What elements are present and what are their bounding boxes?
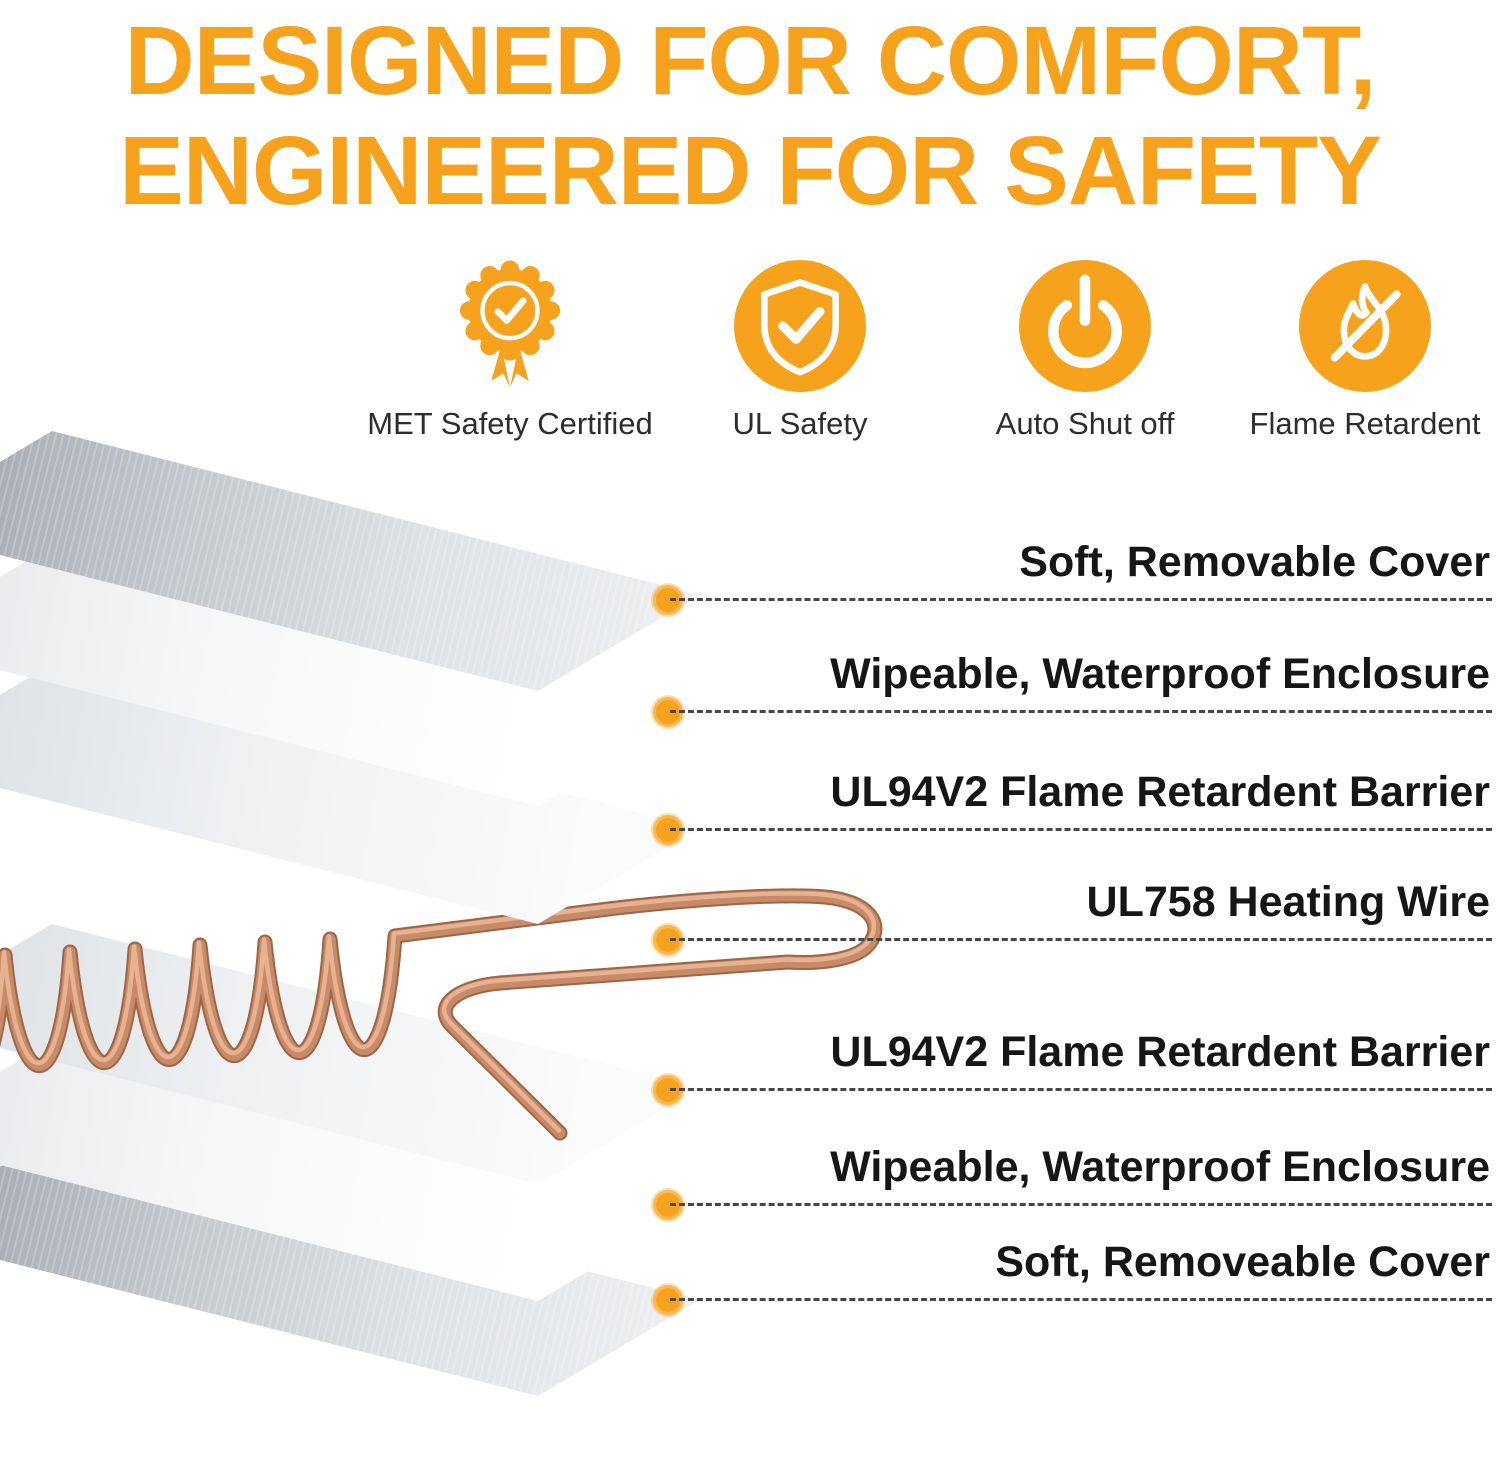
ul-shield-check-icon (734, 260, 866, 392)
headline-line-1: DESIGNED FOR COMFORT, (124, 6, 1377, 115)
layer-label: UL94V2 Flame Retardent Barrier (830, 1028, 1490, 1076)
callout-leader-line (670, 1088, 1492, 1091)
callout-leader-line (670, 938, 1492, 941)
layer-label: Soft, Removeable Cover (995, 1238, 1490, 1286)
headline-line-2: ENGINEERED FOR SAFETY (119, 115, 1382, 225)
power-auto-shutoff-icon (1019, 260, 1151, 392)
callout-leader-line (670, 828, 1492, 831)
callout-leader-line (670, 1203, 1492, 1206)
flame-retardant-icon (1299, 260, 1431, 392)
headline: DESIGNED FOR COMFORT, ENGINEERED FOR SAF… (0, 6, 1500, 225)
badge-auto-label: Auto Shut off (995, 406, 1175, 441)
copper-heating-wire (0, 865, 890, 1165)
layer-label: Wipeable, Waterproof Enclosure (830, 1143, 1490, 1191)
layer-label: Wipeable, Waterproof Enclosure (830, 650, 1490, 698)
badge-met-label: MET Safety Certified (367, 406, 653, 441)
callout-leader-line (670, 598, 1492, 601)
layer-label: Soft, Removable Cover (1019, 538, 1490, 586)
met-certified-seal-icon (459, 260, 561, 388)
callout-leader-line (670, 1298, 1492, 1301)
badge-met-certified: MET Safety Certified (345, 260, 675, 442)
callout-leader-line (670, 710, 1492, 713)
badge-flame-label: Flame Retardent (1249, 406, 1481, 441)
badge-auto-shutoff: Auto Shut off (920, 260, 1250, 442)
layer-label: UL758 Heating Wire (1086, 878, 1490, 926)
badge-flame-retardant: Flame Retardent (1200, 260, 1500, 442)
badge-ul-safety: UL Safety (635, 260, 965, 442)
badge-ul-label: UL Safety (732, 406, 868, 441)
layer-label: UL94V2 Flame Retardent Barrier (830, 768, 1490, 816)
